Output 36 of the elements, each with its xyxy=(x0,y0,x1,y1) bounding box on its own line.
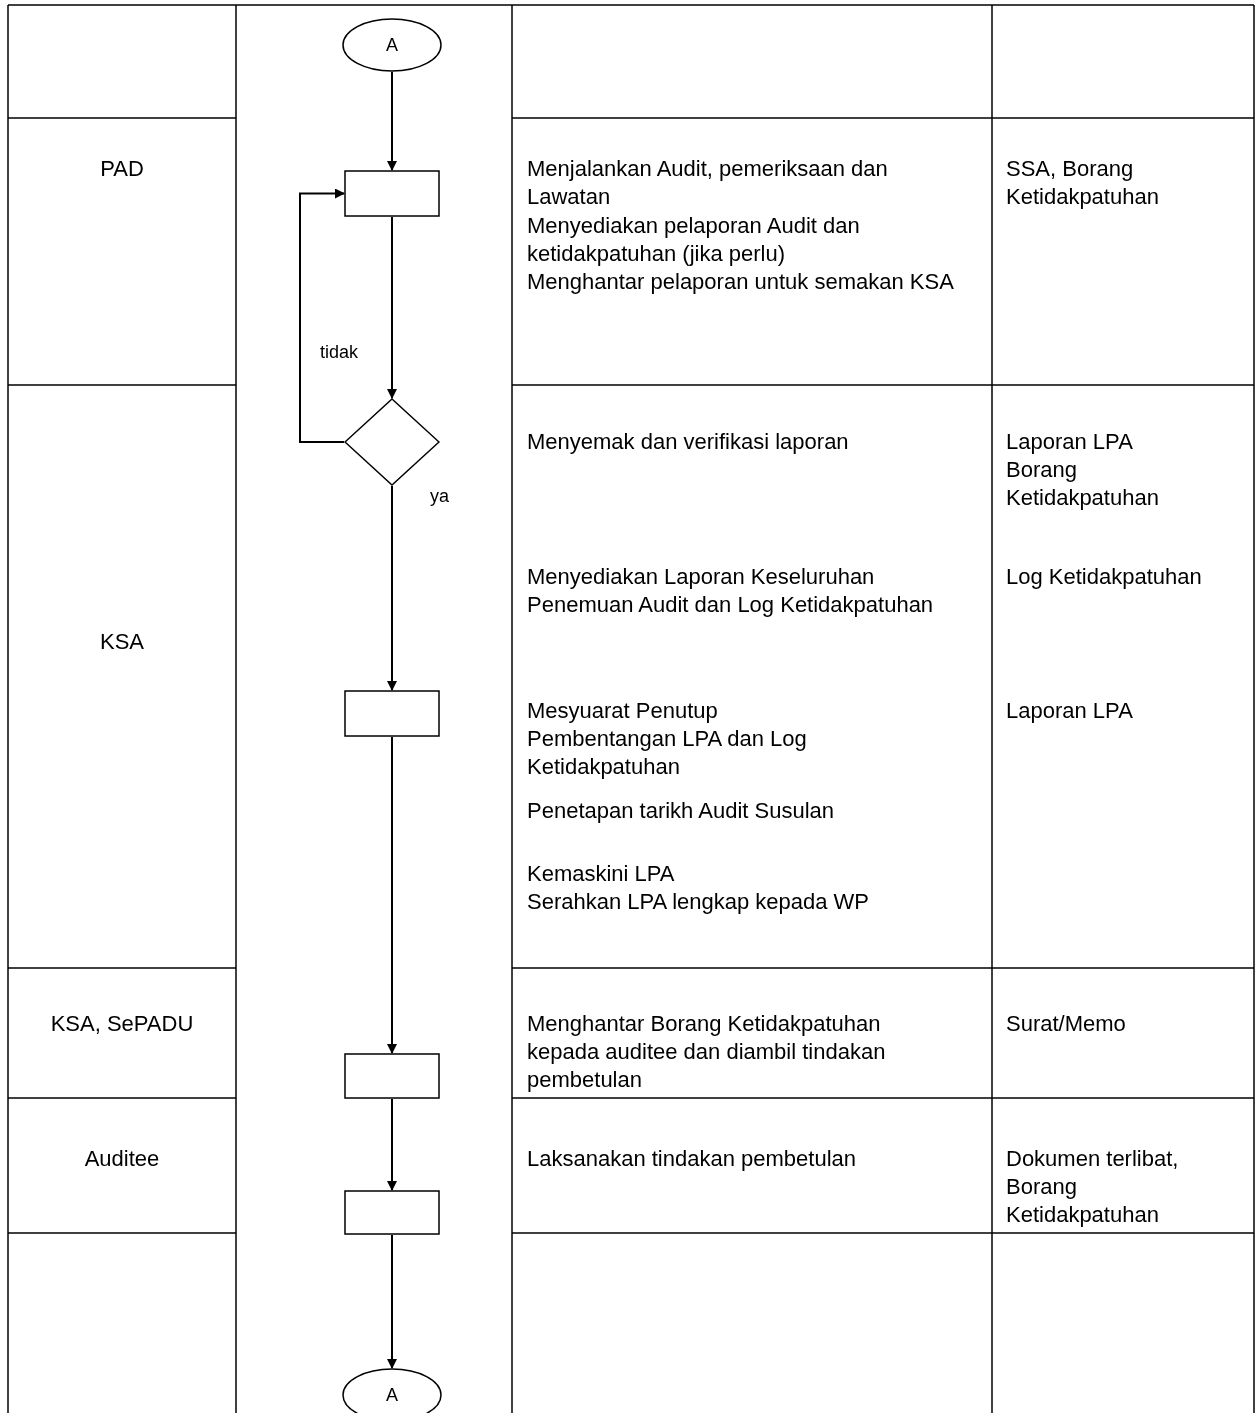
document-label: Surat/Memo xyxy=(1006,1010,1127,1038)
document-label: Laporan LPA xyxy=(1006,428,1134,456)
role-label: PAD xyxy=(99,155,145,183)
step-description: Pembentangan LPA dan Log Ketidakpatuhan xyxy=(527,725,808,781)
step-description: Laksanakan tindakan pembetulan xyxy=(527,1145,858,1173)
step-description: Menyediakan Laporan Keseluruhan Penemuan Audit dan Log Ketidakpatuhan xyxy=(527,563,935,619)
step-description: Penetapan tarikh Audit Susulan xyxy=(527,797,835,825)
step-description: Menjalankan Audit, pemeriksaan dan Lawatan xyxy=(527,155,889,211)
arrow xyxy=(387,1234,397,1369)
role-label: KSA, SePADU xyxy=(49,1010,195,1038)
process-box xyxy=(344,170,440,217)
arrow xyxy=(387,216,397,399)
document-label: Laporan LPA xyxy=(1006,697,1134,725)
document-label: Log Ketidakpatuhan xyxy=(1006,563,1203,591)
decision-diamond xyxy=(344,398,440,486)
process-box xyxy=(344,1053,440,1099)
step-description: Menghantar pelaporan untuk semakan KSA xyxy=(527,268,955,296)
role-label: KSA xyxy=(99,628,145,656)
document-label: Borang Ketidakpatuhan xyxy=(1006,456,1160,512)
document-label: SSA, Borang Ketidakpatuhan xyxy=(1006,155,1160,211)
process-box xyxy=(344,690,440,737)
connector-oval: A xyxy=(342,18,442,72)
step-description: Mesyuarat Penutup xyxy=(527,697,719,725)
document-label: Dokumen terlibat, Borang Ketidakpatuhan xyxy=(1006,1145,1180,1229)
role-label: Auditee xyxy=(83,1145,161,1173)
step-description: Menyediakan pelaporan Audit dan ketidakpatuhan (jika perlu) xyxy=(527,212,861,268)
arrow xyxy=(387,485,397,691)
arrow xyxy=(387,736,397,1054)
step-description: Menghantar Borang Ketidakpatuhan kepada auditee dan diambil tindakan pembetulan xyxy=(527,1010,887,1094)
step-description: Kemaskini LPA xyxy=(527,860,676,888)
process-box xyxy=(344,1190,440,1235)
arrow xyxy=(387,1098,397,1191)
arrow xyxy=(387,71,397,171)
step-description: Serahkan LPA lengkap kepada WP xyxy=(527,888,871,916)
step-description: Menyemak dan verifikasi laporan xyxy=(527,428,850,456)
arrow xyxy=(299,188,345,443)
